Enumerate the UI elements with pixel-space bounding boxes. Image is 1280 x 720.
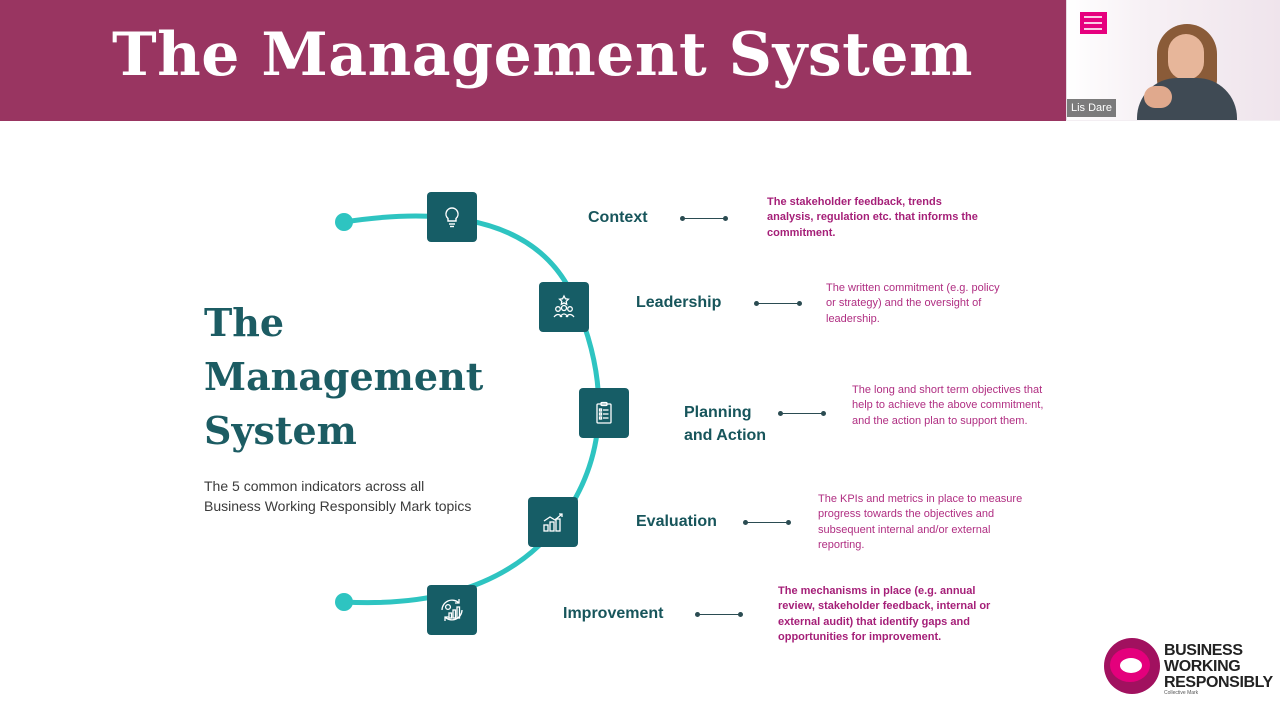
step-label-line: and Action	[684, 427, 767, 444]
step-label-improvement: Improvement	[563, 602, 663, 625]
slide-header-bar: The Management System	[0, 0, 1066, 121]
desc-evaluation: The KPIs and metrics in place to measure…	[818, 493, 1023, 551]
management-system-subtitle: The 5 common indicators across all Busin…	[204, 478, 472, 514]
connector-context	[680, 216, 728, 221]
heading-line: System	[204, 408, 357, 453]
heading-line: The	[204, 300, 285, 345]
lightbulb-icon	[427, 192, 477, 242]
connector-leadership	[754, 301, 802, 306]
connector-improvement	[695, 612, 743, 617]
slide-title: The Management System	[112, 20, 973, 90]
presenter-webcam-tile[interactable]: Lis Dare	[1066, 0, 1280, 120]
step-label-evaluation: Evaluation	[636, 510, 717, 533]
management-system-heading: The Management System	[204, 296, 483, 458]
step-label-line: Planning	[684, 404, 752, 421]
presenter-name-tag: Lis Dare	[1067, 99, 1116, 117]
arc-start-dot	[335, 213, 353, 231]
step-label-leadership: Leadership	[636, 291, 721, 314]
presenter-face	[1168, 34, 1204, 80]
bwr-line: WORKING	[1164, 658, 1241, 675]
bwr-tagline: Collective Mark	[1164, 690, 1199, 696]
checklist-icon	[579, 388, 629, 438]
desc-planning: The long and short term objectives that …	[852, 384, 1044, 427]
connector-evaluation	[743, 520, 791, 525]
heading-line: Management	[204, 354, 484, 399]
improvement-cycle-icon	[427, 585, 477, 635]
bitc-logo-icon	[1080, 12, 1107, 34]
step-label-line: Leadership	[636, 294, 722, 311]
bwr-line: RESPONSIBLY	[1164, 674, 1273, 691]
step-label-planning-and-action: Planning and Action	[684, 401, 766, 447]
step-label-context: Context	[588, 206, 648, 229]
desc-context: The stakeholder feedback, trends analysi…	[767, 196, 978, 239]
bwr-logo-ring-icon	[1104, 638, 1160, 694]
presenter-hand	[1144, 86, 1172, 108]
step-label-line: Evaluation	[636, 513, 717, 530]
connector-planning	[778, 411, 826, 416]
bwr-line: BUSINESS	[1164, 642, 1243, 659]
desc-leadership: The written commitment (e.g. policy or s…	[826, 282, 1000, 325]
team-star-icon	[539, 282, 589, 332]
step-label-line: Improvement	[563, 605, 664, 622]
bwr-logo-text: BUSINESS WORKING RESPONSIBLY	[1164, 643, 1273, 691]
arc-end-dot	[335, 593, 353, 611]
step-label-line: Context	[588, 209, 648, 226]
bar-chart-icon	[528, 497, 578, 547]
desc-improvement: The mechanisms in place (e.g. annual rev…	[778, 585, 991, 643]
